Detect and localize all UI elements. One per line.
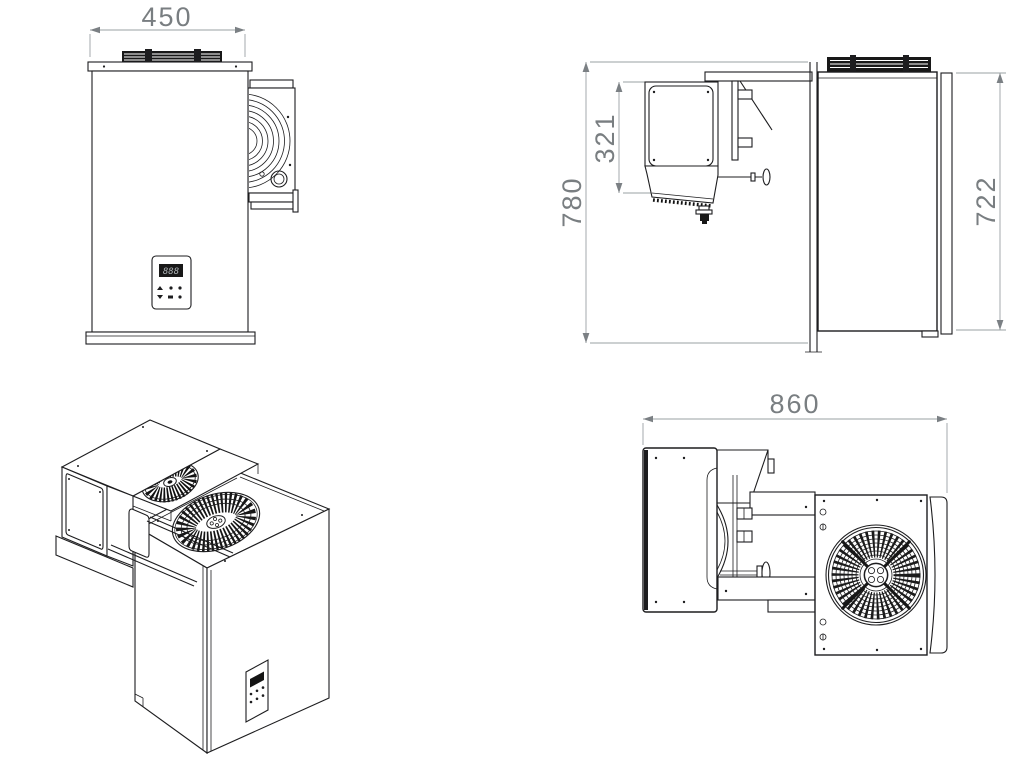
condenser-fan-grille-icon: [825, 524, 927, 626]
top-air-grille-icon: [122, 49, 222, 63]
wall-mount-bracket: [704, 71, 813, 161]
dim-label-width: 450: [141, 2, 192, 32]
side-view: 780 321: [557, 55, 1006, 353]
evaporator-box-top: [642, 447, 718, 613]
controller-display-value: 888: [163, 267, 179, 277]
up-arrow-button-icon: [157, 286, 163, 290]
top-view: 860: [642, 390, 948, 656]
dimension-evaporator-height-321: 321: [590, 81, 655, 194]
evaporator-box-isometric: [55, 419, 222, 588]
evaporator-section: [644, 71, 813, 224]
dimension-body-height-722: 722: [956, 72, 1006, 331]
controller-panel-isometric: [245, 659, 269, 723]
dim-label-total-height: 780: [557, 176, 587, 227]
side-condenser-section: [247, 79, 299, 213]
condenser-fan-grille-icon: [249, 93, 291, 189]
drain-fitting-icon: [695, 205, 713, 224]
cable-gland-icon: [270, 170, 288, 188]
controller-display: [159, 264, 183, 277]
top-air-grille-icon: [827, 55, 931, 74]
dimension-width-450: 450: [89, 2, 246, 57]
dimension-total-height-780: 780: [557, 61, 808, 344]
side-panel-edge: [929, 496, 948, 654]
drip-tray: [644, 165, 719, 204]
cold-room-wall: [805, 62, 822, 353]
isometric-view: [55, 419, 331, 755]
dimension-depth-860: 860: [642, 390, 948, 493]
controller-panel: 888: [151, 255, 192, 310]
dim-label-evaporator-height: 321: [590, 112, 620, 163]
dim-label-depth: 860: [769, 390, 820, 419]
unit-body-isometric: [133, 471, 331, 755]
mounting-rails: [107, 516, 234, 587]
dim-label-body-height: 722: [971, 175, 1001, 226]
condenser-fan-icon: [171, 491, 261, 553]
mounting-bracket-top: [716, 449, 816, 613]
unit-body-side: [817, 55, 953, 338]
down-arrow-button-icon: [157, 295, 163, 299]
front-view: 450: [85, 2, 299, 345]
adjustment-rod-icon: [718, 168, 771, 186]
evaporator-base-rim: [55, 535, 134, 588]
